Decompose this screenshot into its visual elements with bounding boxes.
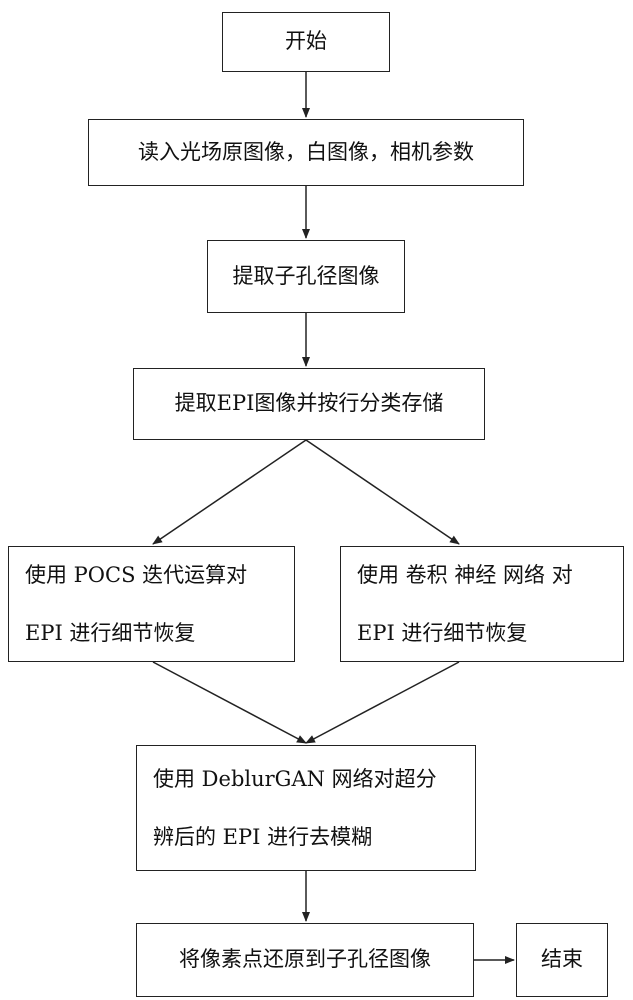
cnn-branch-line-1: 使用 卷积 神经 网络 对 xyxy=(357,546,573,604)
start-node-label: 开始 xyxy=(285,29,327,54)
end-node-label: 结束 xyxy=(541,947,583,972)
extract-subaperture-node: 提取子孔径图像 xyxy=(207,240,405,313)
pocs-branch-node: 使用 POCS 迭代运算对 EPI 进行细节恢复 xyxy=(8,546,295,662)
extract-subaperture-label: 提取子孔径图像 xyxy=(233,264,380,289)
cnn-branch-line-2: EPI 进行细节恢复 xyxy=(357,604,527,662)
deblur-line-1: 使用 DeblurGAN 网络对超分 xyxy=(153,750,437,808)
pocs-branch-line-2: EPI 进行细节恢复 xyxy=(25,604,195,662)
restore-pixels-node: 将像素点还原到子孔径图像 xyxy=(136,923,474,997)
pocs-branch-line-1: 使用 POCS 迭代运算对 xyxy=(25,546,247,604)
extract-epi-label: 提取EPI图像并按行分类存储 xyxy=(175,391,444,416)
arrow-epi-to-cnn xyxy=(306,440,459,544)
start-node: 开始 xyxy=(222,12,390,72)
restore-pixels-label: 将像素点还原到子孔径图像 xyxy=(179,947,431,972)
arrow-cnn-to-deblur xyxy=(306,662,459,743)
read-input-label: 读入光场原图像，白图像，相机参数 xyxy=(138,140,474,165)
read-input-node: 读入光场原图像，白图像，相机参数 xyxy=(88,119,524,186)
deblur-line-2: 辨后的 EPI 进行去模糊 xyxy=(153,808,372,866)
arrow-epi-to-pocs xyxy=(153,440,306,544)
cnn-branch-node: 使用 卷积 神经 网络 对 EPI 进行细节恢复 xyxy=(340,546,624,662)
extract-epi-node: 提取EPI图像并按行分类存储 xyxy=(133,368,485,440)
deblur-node: 使用 DeblurGAN 网络对超分 辨后的 EPI 进行去模糊 xyxy=(136,745,476,871)
arrow-pocs-to-deblur xyxy=(153,662,306,743)
end-node: 结束 xyxy=(516,923,608,997)
